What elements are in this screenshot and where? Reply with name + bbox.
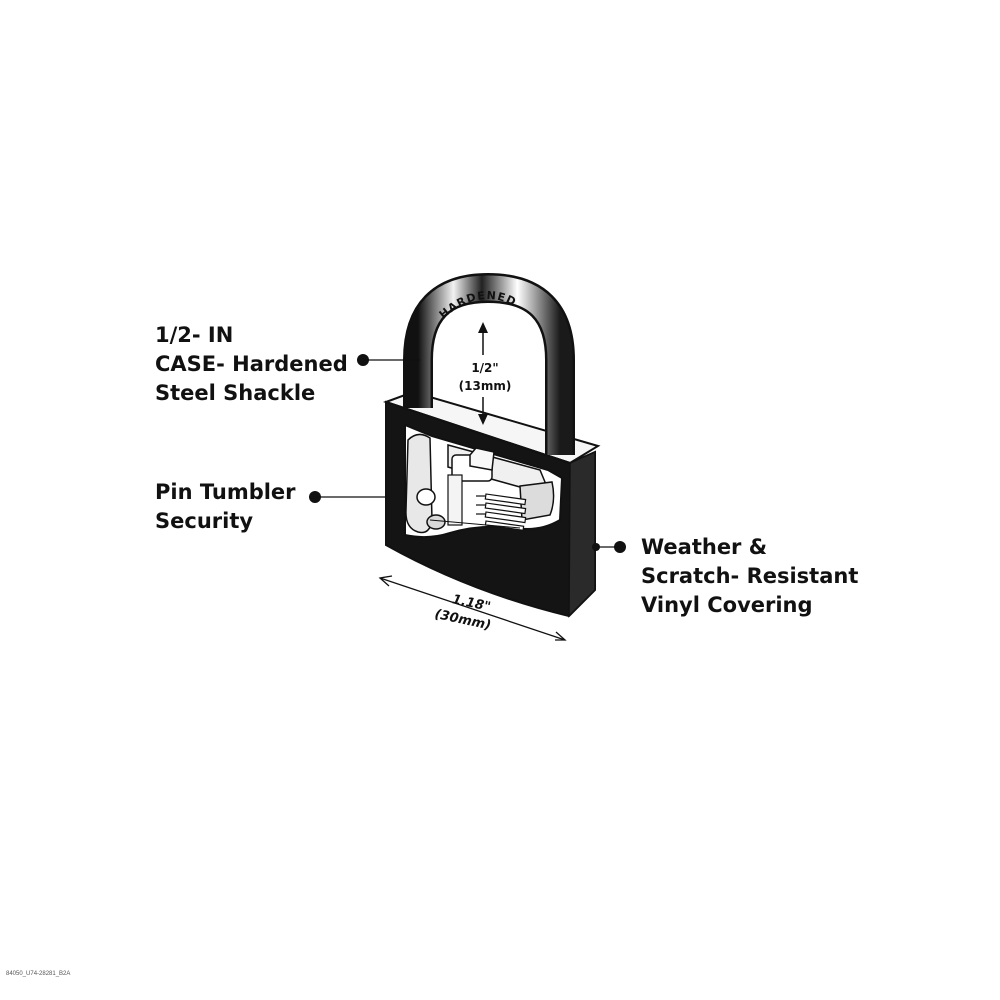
callout-weather-line-1: Weather & — [641, 535, 768, 559]
tumbler-pins — [476, 493, 527, 531]
shackle-diameter-metric-label: (13mm) — [459, 379, 512, 393]
callout-weather-line-2: Scratch- Resistant — [641, 564, 859, 588]
shackle-diameter-dimension: 1/2" (13mm) — [459, 322, 512, 425]
callout-pin-tumbler: Pin Tumbler Security — [155, 478, 296, 536]
callout-leaders — [309, 354, 626, 553]
callout-shackle-line-1: 1/2- IN — [155, 323, 234, 347]
callout-shackle-line-3: Steel Shackle — [155, 381, 316, 405]
image-code: 84050_U74-28281_B2A — [6, 971, 71, 977]
callout-shackle-line-2: CASE- Hardened — [155, 352, 348, 376]
shackle-diameter-label: 1/2" — [471, 361, 498, 375]
callout-weather-line-3: Vinyl Covering — [641, 593, 813, 617]
callout-pin-tumbler-line-1: Pin Tumbler — [155, 480, 296, 504]
callout-pin-tumbler-line-2: Security — [155, 509, 254, 533]
cutaway-mechanism — [404, 423, 564, 539]
callout-weather: Weather & Scratch- Resistant Vinyl Cover… — [641, 533, 858, 620]
callout-shackle: 1/2- IN CASE- Hardened Steel Shackle — [155, 321, 348, 408]
